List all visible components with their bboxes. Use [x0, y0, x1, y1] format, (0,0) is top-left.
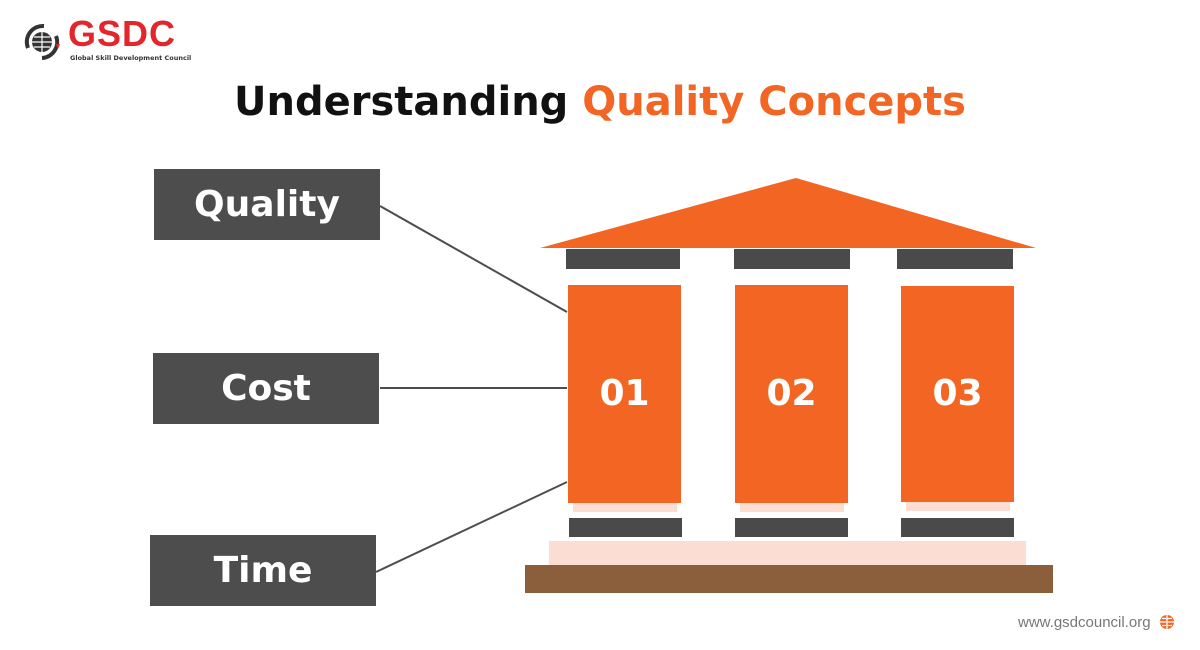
pillar-base-1 — [573, 503, 677, 512]
footer-url-text: www.gsdcouncil.org — [1018, 614, 1151, 631]
label-quality: Quality — [154, 169, 380, 240]
capital-2 — [734, 249, 850, 269]
pillar-03: 03 — [901, 286, 1014, 502]
capital-1 — [566, 249, 680, 269]
logo-subtitle: Global Skill Development Council — [70, 54, 192, 62]
plinth-1 — [569, 518, 682, 537]
footer-url: www.gsdcouncil.org — [1018, 614, 1175, 632]
title-prefix: Understanding — [234, 79, 569, 125]
page-title: Understanding Quality Concepts — [0, 78, 1200, 126]
pillar-base-2 — [740, 503, 844, 512]
connector-time — [375, 481, 568, 573]
globe-icon — [24, 23, 60, 60]
capital-3 — [897, 249, 1013, 269]
pillar-01: 01 — [568, 285, 681, 503]
plinth-3 — [901, 518, 1014, 537]
roof — [540, 178, 1036, 248]
platform — [549, 541, 1026, 565]
label-time: Time — [150, 535, 376, 606]
connector-quality — [379, 205, 568, 313]
title-highlight: Quality Concepts — [582, 79, 966, 125]
logo-name: GSDC — [68, 13, 177, 54]
label-cost: Cost — [153, 353, 379, 424]
globe-icon — [1159, 615, 1174, 629]
gsdc-logo — [22, 18, 68, 64]
pillar-02: 02 — [735, 285, 848, 503]
pillar-base-3 — [906, 502, 1010, 511]
foundation — [525, 565, 1053, 593]
plinth-2 — [735, 518, 848, 537]
